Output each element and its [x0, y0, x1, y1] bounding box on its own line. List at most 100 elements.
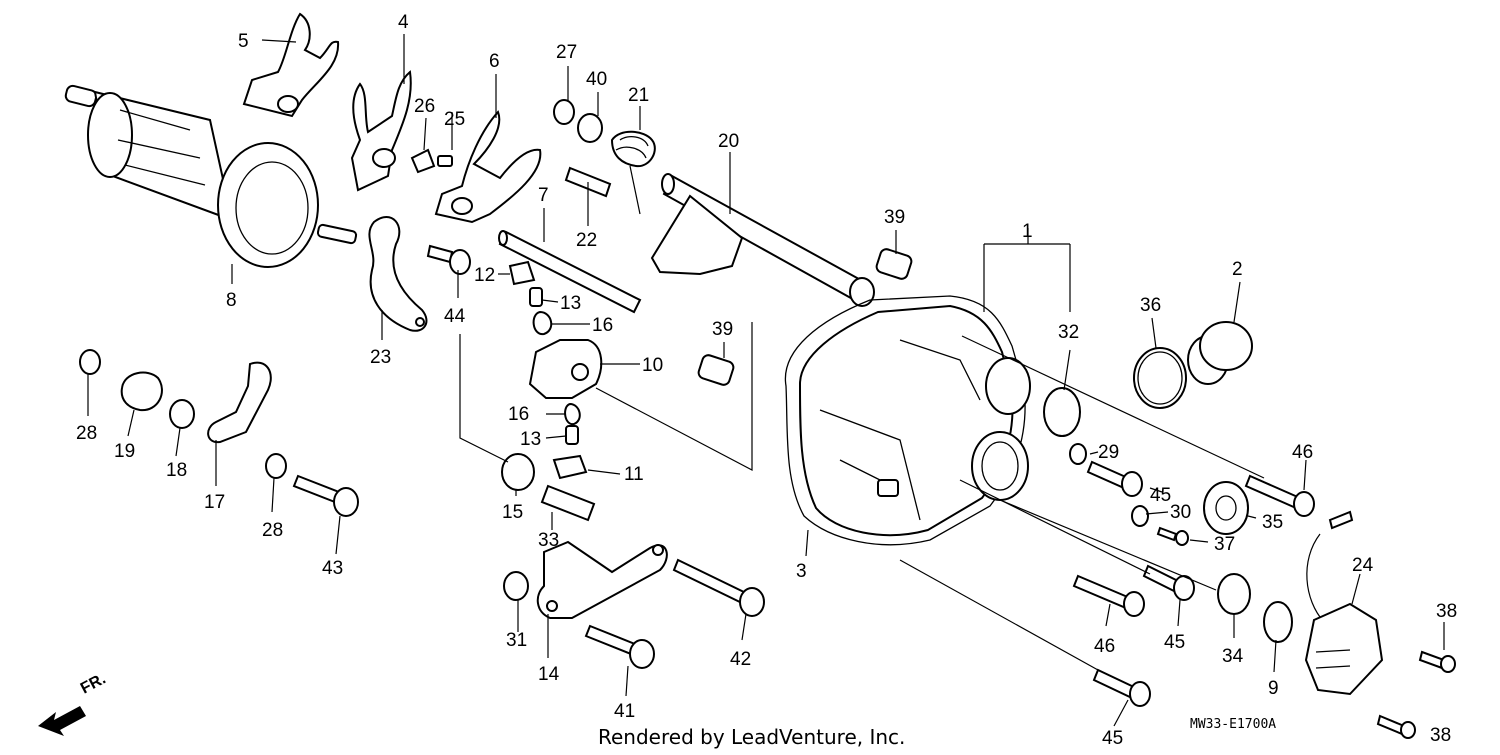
part-label: 32 [1058, 322, 1079, 343]
pin-13-top [529, 287, 543, 307]
part-label: 46 [1094, 636, 1115, 657]
washer-30 [1131, 505, 1149, 527]
part-label: 6 [489, 51, 500, 72]
part-label: 11 [624, 464, 644, 485]
gear-position-switch [1304, 510, 1384, 696]
part-label: 12 [474, 265, 495, 286]
part-label: 2 [1232, 259, 1243, 280]
shift-drum [64, 84, 358, 268]
bolt-46-a [1244, 474, 1302, 510]
part-label: 20 [718, 131, 739, 152]
part-label: 16 [592, 315, 613, 336]
part-label: 23 [370, 347, 391, 368]
part-label: 22 [576, 230, 597, 251]
clip-26 [410, 148, 436, 174]
bearing-32 [1043, 387, 1081, 437]
spring-16-top [532, 310, 553, 336]
bolt-46-b [1072, 574, 1132, 610]
part-label: 31 [506, 630, 527, 651]
part-label: 36 [1140, 295, 1161, 316]
part-label: 37 [1214, 534, 1235, 555]
part-label: 39 [884, 207, 905, 228]
part-label: 42 [730, 649, 751, 670]
part-label: 39 [712, 319, 733, 340]
bolt-44 [426, 244, 454, 264]
part-label: 8 [226, 290, 237, 311]
part-label: 33 [538, 530, 559, 551]
washer-29 [1069, 443, 1087, 465]
part-label: 13 [560, 293, 581, 314]
pin-33 [540, 484, 596, 522]
bearing-35 [1203, 481, 1249, 535]
diagram-code: MW33-E1700A [1190, 717, 1276, 732]
part-11 [552, 454, 588, 480]
part-label: 19 [114, 441, 135, 462]
shift-fork-shaft [498, 230, 642, 314]
part-label: 41 [614, 701, 635, 722]
bearing-34 [1217, 573, 1251, 615]
spring-19 [120, 371, 163, 412]
collar-39-mid [697, 354, 735, 386]
shift-drum-center [528, 339, 603, 399]
washer-27 [553, 99, 575, 125]
part-label: 3 [796, 561, 807, 582]
collar-18 [169, 399, 195, 429]
part-label: 29 [1098, 442, 1119, 463]
shift-fork-6 [434, 110, 542, 224]
part-label: 28 [76, 423, 97, 444]
part-label: 26 [414, 96, 435, 117]
shift-fork-5 [242, 12, 340, 118]
crankcase-cover [784, 295, 1031, 546]
bolt-37 [1156, 526, 1178, 542]
collar-39-top [875, 248, 913, 280]
part-label: 9 [1268, 678, 1279, 699]
part-label: 15 [502, 502, 523, 523]
part-label: 4 [398, 12, 409, 33]
part-label: 40 [586, 69, 607, 90]
part-label: 27 [556, 42, 577, 63]
part-label: 10 [642, 355, 663, 376]
spring-16-bottom [564, 402, 581, 426]
leader-lines [87, 34, 1445, 727]
part-label: 7 [538, 185, 549, 206]
part-label: 30 [1170, 502, 1191, 523]
part-label: 28 [262, 520, 283, 541]
collar-31 [503, 571, 529, 601]
guide-plate [536, 540, 668, 619]
part-label: 43 [322, 558, 343, 579]
bolt-42 [672, 558, 750, 606]
part-label: 5 [238, 31, 249, 52]
part-label: 45 [1164, 632, 1185, 653]
circlip-40 [577, 113, 603, 143]
part-label: 45 [1102, 728, 1123, 749]
part-label: 18 [166, 460, 187, 481]
part-label: 13 [520, 429, 541, 450]
part-label: 38 [1436, 601, 1457, 622]
direction-marker: FR. [78, 670, 109, 697]
bolt-25 [437, 155, 453, 167]
pin-13-bottom [565, 425, 579, 445]
part-label: 46 [1292, 442, 1313, 463]
washer-28-right [265, 453, 287, 479]
collar-15 [501, 453, 535, 491]
part-label: 35 [1262, 512, 1283, 533]
part-label: 34 [1222, 646, 1244, 667]
arm-17 [207, 361, 272, 444]
part-label: 38 [1430, 725, 1451, 746]
o-ring-36 [1133, 347, 1187, 409]
front-direction-arrow-icon: FR. [38, 670, 109, 736]
gearshift-spindle [650, 173, 875, 307]
part-label: 21 [628, 85, 649, 106]
plug-2 [1199, 321, 1253, 371]
part-label: 44 [444, 306, 466, 327]
part-label: 17 [204, 492, 225, 513]
part-labels: 1 2 3 4 5 6 7 8 9 10 11 12 13 13 14 15 1… [76, 12, 1457, 749]
render-credit: Rendered by LeadVenture, Inc. [598, 725, 905, 749]
stopper-arm [368, 216, 428, 332]
part-label: 45 [1150, 485, 1171, 506]
part-label: 24 [1352, 555, 1374, 576]
part-label: 16 [508, 404, 529, 425]
part-12 [508, 260, 536, 286]
part-label: 1 [1022, 221, 1033, 242]
